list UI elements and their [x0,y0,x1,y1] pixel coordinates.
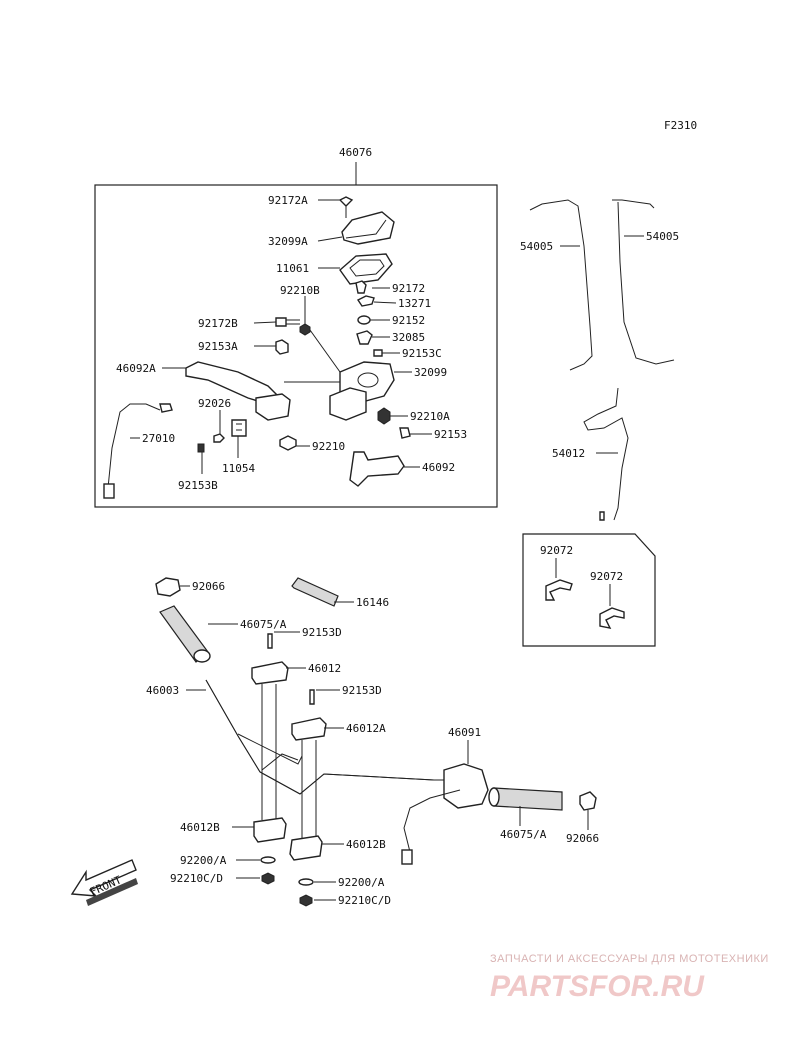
nut-92210B [299,323,311,336]
screw-92153B [197,443,205,453]
label-92210: 92210 [312,440,345,453]
watermark-tagline: ЗАПЧАСТИ И АКСЕССУАРЫ ДЛЯ МОТОТЕХНИКИ [490,953,769,965]
label-92200A-right: 92200/A [338,876,385,889]
clip-92072-a [545,579,573,601]
throttle-connector [401,849,413,865]
label-92172B: 92172B [198,317,238,330]
screw-92172 [355,280,367,294]
handlebar-46003 [205,679,444,795]
label-92153D-a: 92153D [302,626,342,639]
label-92210CD-left: 92210C/D [170,872,223,885]
label-11054: 11054 [222,462,255,475]
label-92066-top: 92066 [192,580,225,593]
label-54005-right: 54005 [646,230,679,243]
label-92152: 92152 [392,314,425,327]
label-46075A-top: 46075/A [240,618,287,631]
clamp-46012A [291,717,327,741]
label-46091: 46091 [448,726,481,739]
nut-92210 [279,435,297,451]
label-92066-bottom: 92066 [566,832,599,845]
label-27010: 27010 [142,432,175,445]
bar-end-92066-top [155,577,181,597]
label-32099A: 32099A [268,235,308,248]
bolt-92172B [275,317,287,327]
nut-92210CD-right [299,894,313,907]
bolt-92153 [399,427,411,439]
label-16146: 16146 [356,596,389,609]
label-46012B-left: 46012B [180,821,220,834]
cable-54005-right [612,199,675,365]
front-arrow-icon: FRONT [70,859,138,906]
label-92153B: 92153B [178,479,218,492]
label-32099: 32099 [414,366,447,379]
throttle-housing-46091 [443,763,489,809]
nut-92210CD-left [261,872,275,885]
label-92210B: 92210B [280,284,320,297]
label-46003: 46003 [146,684,179,697]
label-92153A: 92153A [198,340,238,353]
leaders-box [130,199,432,474]
watermark-logo: PARTSFOR.RU [490,970,705,1003]
cover-32099A [341,211,395,245]
lever-bracket [255,393,291,421]
label-92172A: 92172A [268,194,308,207]
label-92153C: 92153C [402,347,442,360]
washer-92152 [357,315,371,325]
clip-92072-b [599,607,625,629]
sleeve-16146 [291,577,339,607]
screw-92172A [338,196,354,207]
washer-92200A-right [298,878,314,886]
clamp-46012 [251,661,289,685]
cable-54012 [583,387,629,521]
connector-27010 [103,483,115,499]
alignment-lines [261,684,317,840]
label-92153: 92153 [434,428,467,441]
throttle-wire [403,789,461,853]
label-92210A: 92210A [410,410,450,423]
label-46012B-right: 46012B [346,838,386,851]
label-92072-b: 92072 [590,570,623,583]
diaphragm-11061 [339,253,393,285]
label-92210CD-right: 92210C/D [338,894,391,907]
nut-92210A [377,407,391,425]
spring-92026 [213,433,225,443]
master-cylinder-body [329,387,367,421]
label-54005-left: 54005 [520,240,553,253]
part-32085 [356,330,373,345]
grip-46075A-bottom [493,787,563,811]
label-46075A-bottom: 46075/A [500,828,547,841]
label-92153D-b: 92153D [342,684,382,697]
screw-92153C [373,349,383,357]
label-46092A: 46092A [116,362,156,375]
pin-92153A [275,339,289,355]
figure-code: F2310 [664,119,697,132]
clamp-46012B-left [253,817,287,843]
clamp-46012B-right [289,835,323,861]
label-54012: 54012 [552,447,585,460]
thumb-lever-46092 [349,451,405,487]
label-13271: 13271 [398,297,431,310]
washer-92200A-left [260,856,276,864]
bolt-92153D-b [309,689,315,705]
brake-switch-27010 [107,403,161,489]
label-46012A: 46012A [346,722,386,735]
cable-54005-left [529,199,593,371]
label-46012: 46012 [308,662,341,675]
assembly-number: 46076 [339,146,372,159]
label-92026: 92026 [198,397,231,410]
label-92072-a: 92072 [540,544,573,557]
bolt-92153D-a [267,633,273,649]
label-46092: 46092 [422,461,455,474]
clip-box-92072 [522,533,656,647]
label-32085: 32085 [392,331,425,344]
label-92200A-left: 92200/A [180,854,227,867]
plate-13271 [356,295,375,307]
master-cylinder-box [94,184,498,508]
label-11061: 11061 [276,262,309,275]
bar-end-92066-bottom [579,791,597,811]
clamp-11054 [231,419,247,437]
label-92172: 92172 [392,282,425,295]
